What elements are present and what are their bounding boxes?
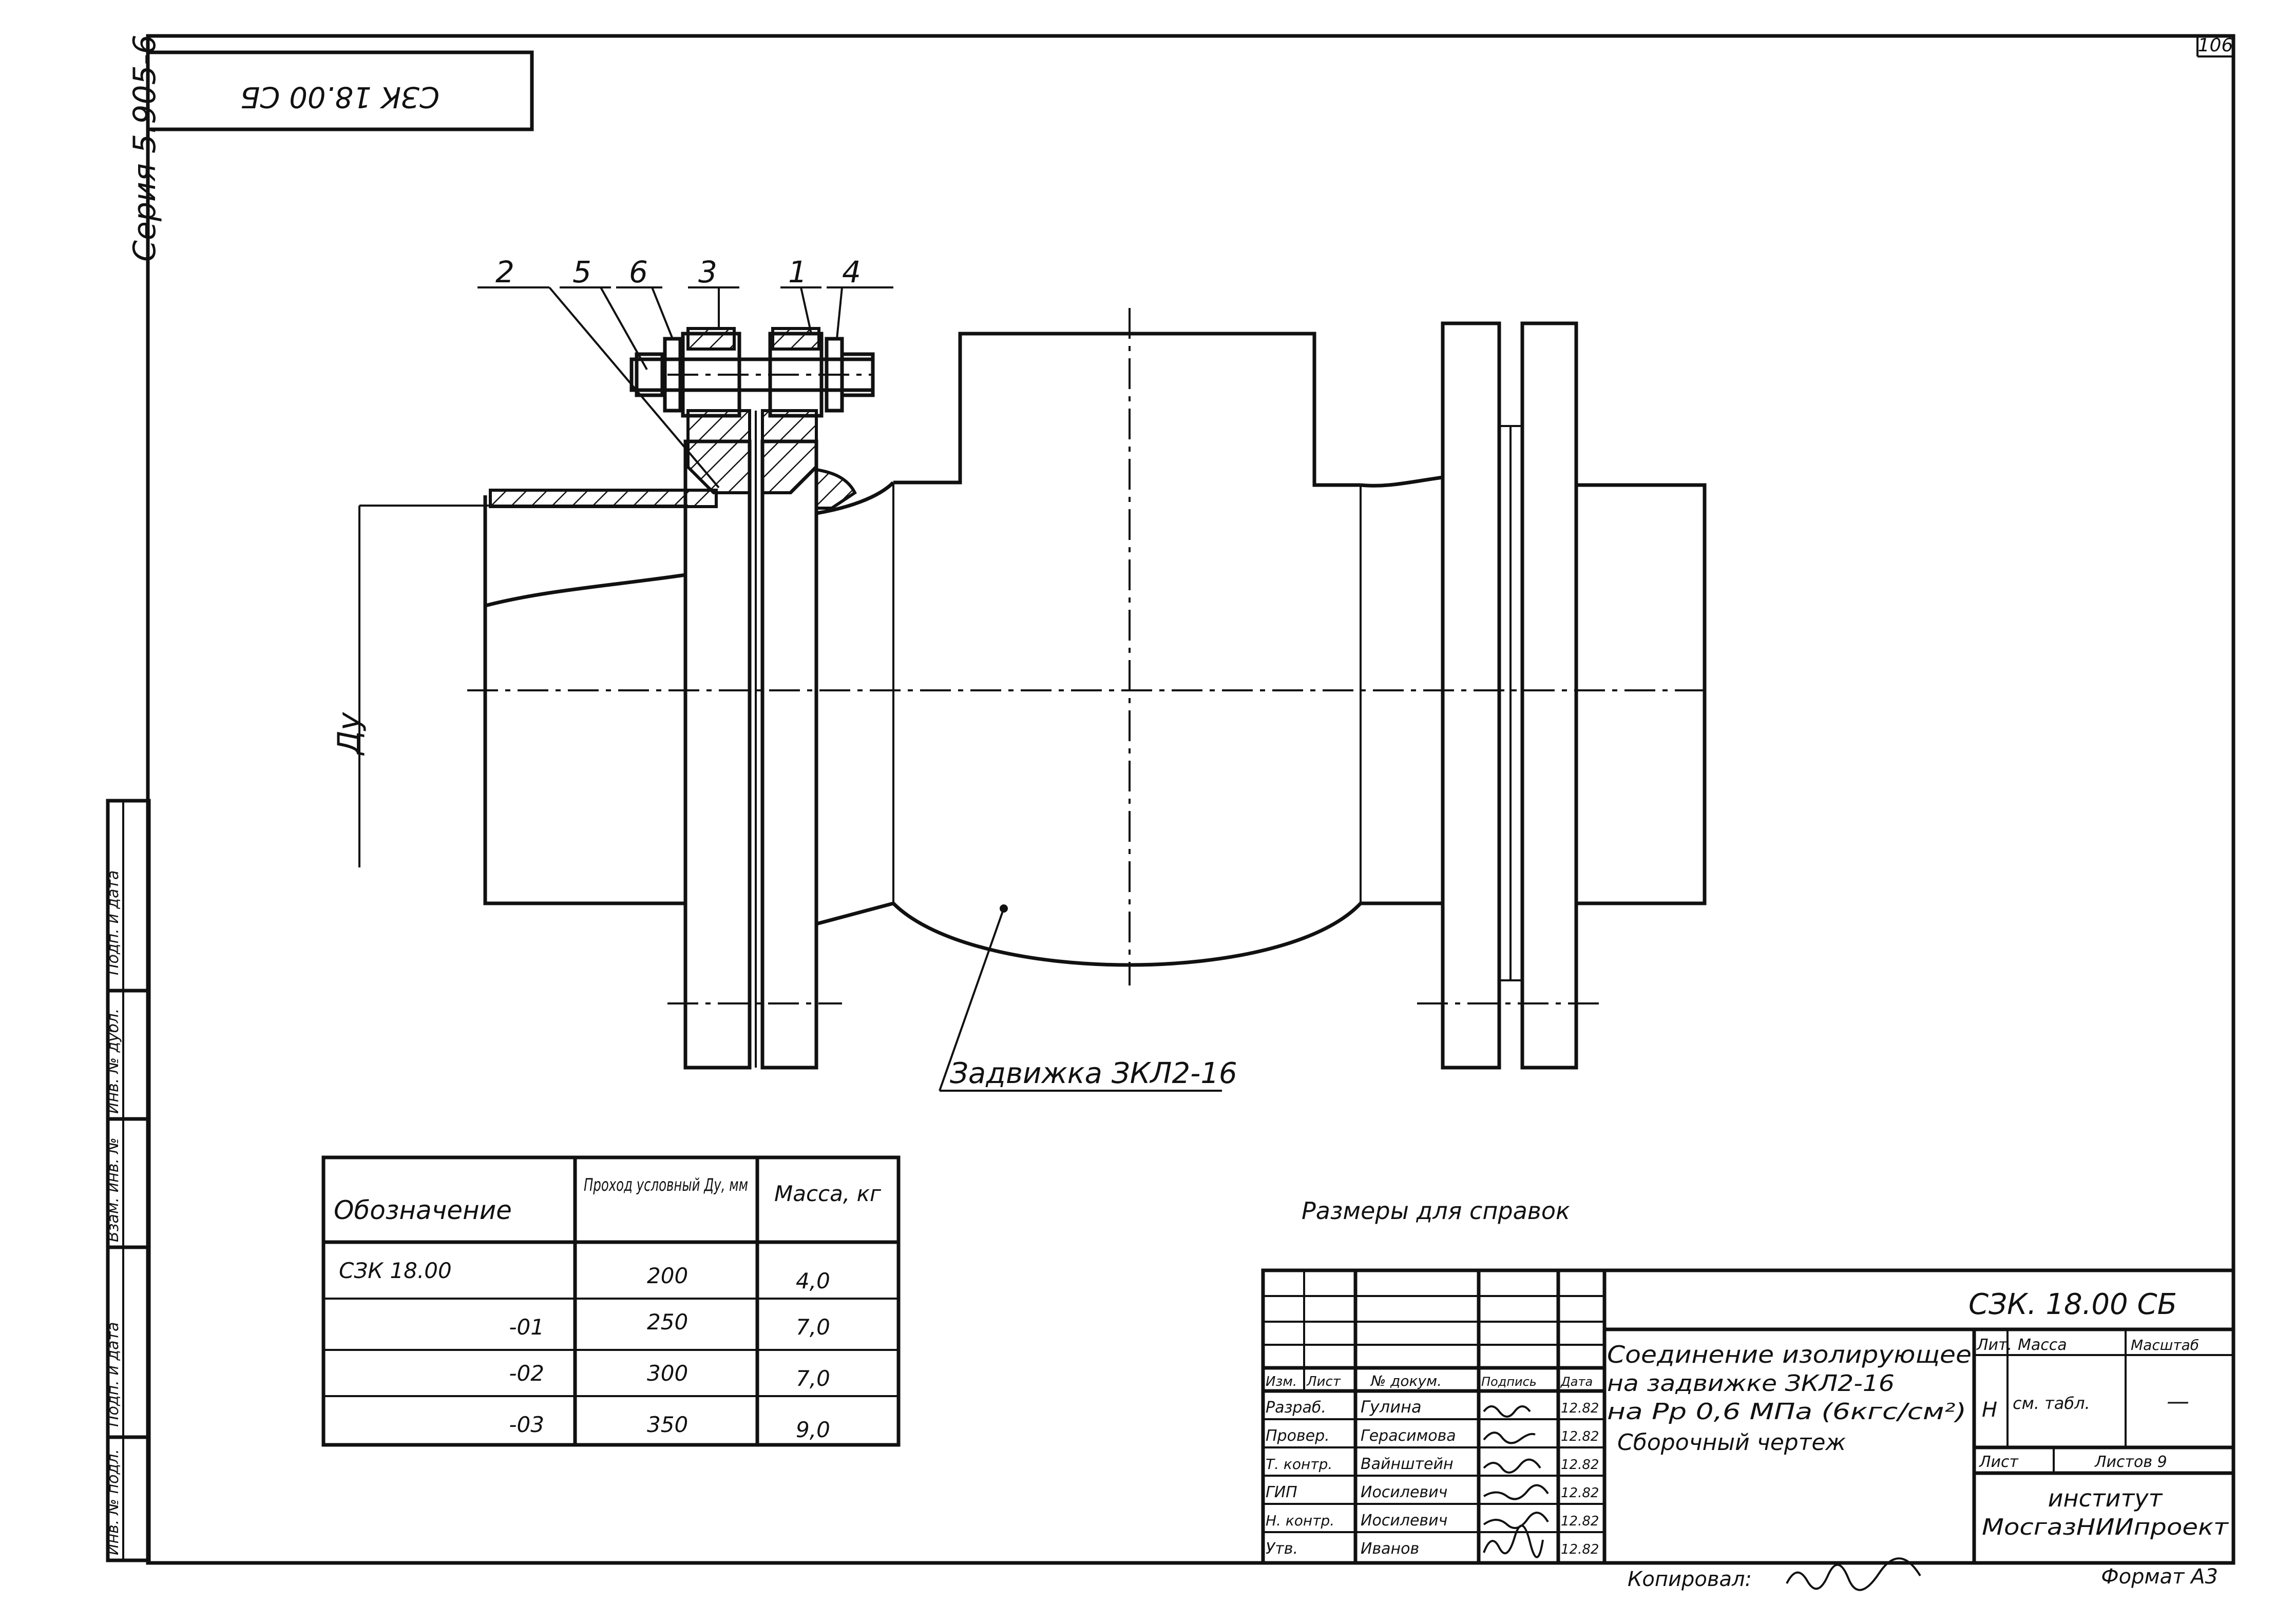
strip-cell: Подп. и дата bbox=[104, 1322, 122, 1427]
strip-cell: Подп. и дата bbox=[104, 871, 122, 975]
lit-header: Лит. bbox=[1976, 1336, 2012, 1354]
signer-date: 12.82 bbox=[1561, 1514, 1599, 1529]
signature bbox=[1483, 1405, 1531, 1418]
table-cell: 9,0 bbox=[796, 1417, 830, 1442]
table-cell: 4,0 bbox=[796, 1268, 830, 1293]
tb-col-header: Дата bbox=[1560, 1375, 1593, 1389]
signer-name: Иосилевич bbox=[1361, 1483, 1447, 1501]
callout-number: 1 bbox=[788, 255, 807, 289]
signer-role: ГИП bbox=[1266, 1483, 1297, 1501]
mass-value: см. табл. bbox=[2013, 1394, 2090, 1413]
assembly-drawing: Ду 2 5 6 3 1 4 Задвижка ЗКЛ2-16 bbox=[331, 255, 1707, 1092]
table-cell: 7,0 bbox=[796, 1314, 830, 1340]
signer-date: 12.82 bbox=[1561, 1542, 1599, 1557]
doc-title-line: Соединение изолирующее bbox=[1607, 1341, 1972, 1368]
page-number: 106 bbox=[2198, 35, 2233, 56]
strip-cell: Взам. инв. № bbox=[104, 1137, 122, 1242]
table-cell: 300 bbox=[647, 1361, 688, 1386]
table-cell: -01 bbox=[509, 1314, 544, 1340]
dimension-label: Ду bbox=[331, 711, 367, 756]
signer-name: Герасимова bbox=[1361, 1427, 1456, 1445]
signer-role: Разраб. bbox=[1266, 1399, 1326, 1417]
rotated-code-box: СЗК 18.00 СБ bbox=[146, 50, 534, 131]
rotated-code: СЗК 18.00 СБ bbox=[240, 80, 439, 113]
title-block: Изм. Лист № докум. Подпись Дата Разраб. … bbox=[1261, 1268, 2235, 1565]
tb-col-header: № докум. bbox=[1370, 1372, 1442, 1389]
doc-code: СЗК. 18.00 СБ bbox=[1968, 1288, 2177, 1321]
table-cell: 7,0 bbox=[796, 1366, 830, 1391]
strip-cell: Инв. № дубл. bbox=[104, 1009, 122, 1114]
signer-date: 12.82 bbox=[1561, 1457, 1599, 1473]
table-header: Проход условный Ду, мм bbox=[584, 1175, 748, 1195]
reference-note: Размеры для справок bbox=[1302, 1197, 1570, 1225]
tb-col-header: Подпись bbox=[1481, 1375, 1537, 1389]
signer-role: Н. контр. bbox=[1266, 1512, 1334, 1529]
table-cell: 250 bbox=[647, 1309, 688, 1335]
strip-cell: Инв. № подл. bbox=[104, 1449, 122, 1555]
lit-value: Н bbox=[1982, 1398, 1997, 1422]
sheet-label: Лист bbox=[1979, 1453, 2019, 1471]
mass-header: Масса bbox=[2018, 1336, 2067, 1354]
callout-number: 3 bbox=[698, 255, 717, 289]
signer-role: Провер. bbox=[1266, 1427, 1330, 1445]
signer-name: Гулина bbox=[1361, 1397, 1422, 1417]
tb-col-header: Лист bbox=[1306, 1374, 1341, 1389]
signer-name: Вайнштейн bbox=[1361, 1455, 1454, 1473]
callouts: 2 5 6 3 1 4 bbox=[477, 255, 893, 489]
sheets-label: Листов 9 bbox=[2094, 1453, 2167, 1471]
copied-by-label: Копировал: bbox=[1628, 1568, 1752, 1591]
table-cell: СЗК 18.00 bbox=[339, 1258, 452, 1283]
signature bbox=[1483, 1524, 1544, 1558]
variants-table: Обозначение Проход условный Ду, мм Масса… bbox=[321, 1155, 901, 1447]
signature bbox=[1483, 1512, 1549, 1530]
callout-number: 6 bbox=[629, 255, 648, 289]
callout-number: 4 bbox=[842, 255, 861, 289]
table-header: Обозначение bbox=[334, 1195, 512, 1225]
copier-signature bbox=[1786, 1557, 1921, 1591]
signer-name: Иосилевич bbox=[1361, 1512, 1447, 1530]
callout-number: 5 bbox=[572, 255, 591, 289]
format-label: Формат А3 bbox=[2101, 1565, 2218, 1589]
signer-date: 12.82 bbox=[1561, 1485, 1599, 1501]
table-cell: -03 bbox=[509, 1412, 544, 1437]
table-cell: -02 bbox=[509, 1361, 544, 1386]
signature bbox=[1483, 1432, 1536, 1444]
signer-role: Утв. bbox=[1266, 1540, 1298, 1558]
series-label: Серия 5.905-6 bbox=[127, 34, 163, 262]
table-cell: 200 bbox=[647, 1263, 688, 1288]
signer-name: Иванов bbox=[1361, 1540, 1419, 1558]
signer-role: Т. контр. bbox=[1266, 1456, 1332, 1473]
signer-date: 12.82 bbox=[1561, 1401, 1599, 1416]
signature bbox=[1483, 1484, 1549, 1500]
table-header: Масса, кг bbox=[774, 1181, 882, 1206]
scale-value: — bbox=[2167, 1388, 2189, 1415]
sheet-frame: 106 bbox=[146, 34, 2235, 1565]
callout-number: 2 bbox=[495, 255, 514, 289]
org-line: институт bbox=[2048, 1484, 2163, 1512]
doc-title-line: на задвижке ЗКЛ2-16 bbox=[1607, 1370, 1895, 1397]
left-strip: Подп. и дата Инв. № дубл. Взам. инв. № П… bbox=[104, 799, 151, 1562]
signature bbox=[1483, 1458, 1541, 1474]
org-line: МосгазНИИпроект bbox=[1982, 1514, 2229, 1540]
scale-header: Масштаб bbox=[2131, 1337, 2199, 1354]
table-cell: 350 bbox=[647, 1412, 688, 1437]
valve-label: Задвижка ЗКЛ2-16 bbox=[950, 1057, 1237, 1090]
doc-title-line: на Рр 0,6 МПа (6кгс/см²) bbox=[1607, 1399, 1966, 1425]
signer-date: 12.82 bbox=[1561, 1429, 1599, 1444]
tb-col-header: Изм. bbox=[1266, 1374, 1297, 1389]
doc-title-line: Сборочный чертеж bbox=[1617, 1429, 1846, 1456]
